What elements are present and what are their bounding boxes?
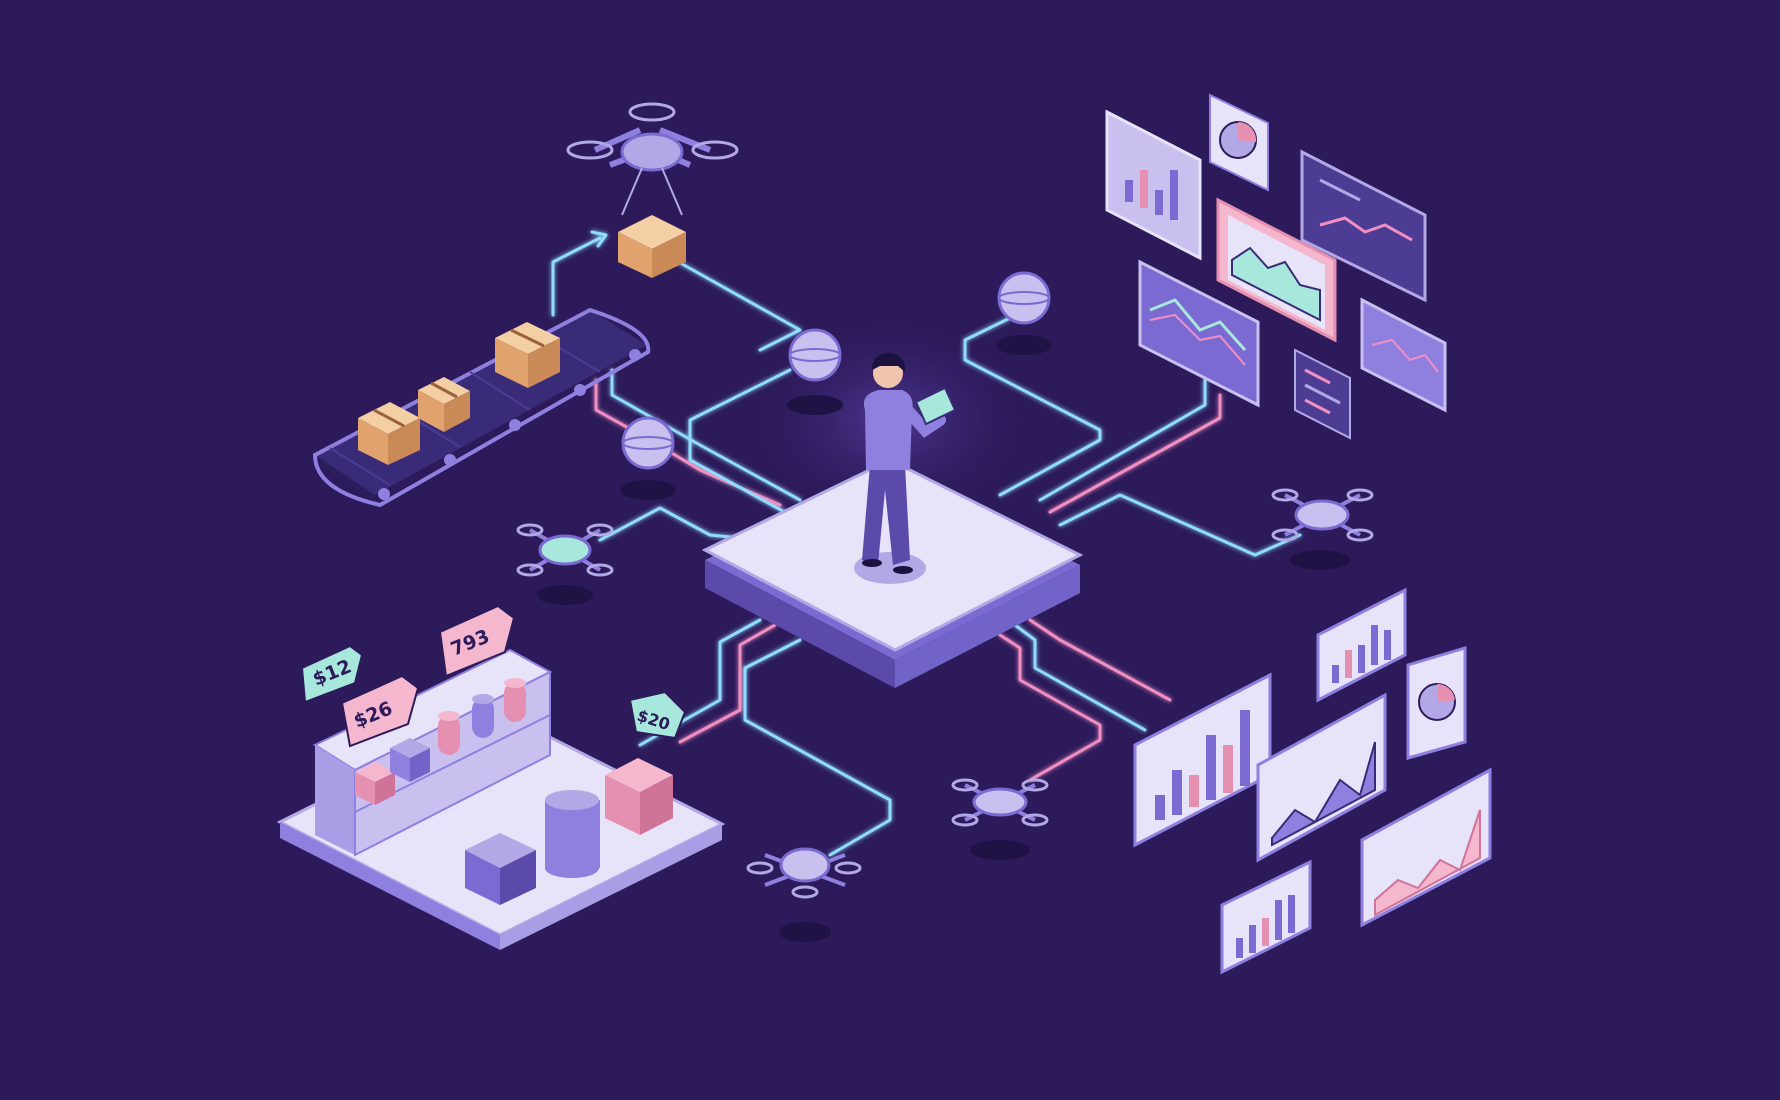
list-panel-icon (1294, 348, 1351, 440)
conveyor-arrow-line (551, 236, 602, 317)
bar-chart-icon (1220, 859, 1312, 975)
line-bottom-pink-left (678, 623, 777, 744)
person-with-tablet-icon (862, 353, 957, 574)
network-node-icon (996, 271, 1052, 355)
retail-shelf-icon (276, 648, 726, 950)
small-drone-icon (746, 847, 862, 942)
line-right-drone (1058, 493, 1302, 557)
line-chart-icon (1300, 149, 1427, 303)
line-bottom-right-pink (998, 633, 1102, 782)
line-chart-icon (1138, 259, 1260, 408)
small-drone-icon (951, 778, 1049, 860)
line-top-node (963, 316, 1102, 497)
network-node-icon (620, 416, 676, 500)
line-chart-icon (1360, 297, 1447, 413)
area-chart-icon (1360, 767, 1492, 928)
dashboard-cluster-bottom (1133, 587, 1492, 975)
dashboard-cluster-top (1105, 93, 1447, 440)
small-drone-icon (516, 523, 614, 605)
area-chart-icon (1216, 197, 1337, 343)
price-tag: $12 (300, 644, 364, 704)
line-left-node (688, 368, 792, 517)
package-box-icon (418, 377, 470, 432)
price-tag: $26 (340, 674, 420, 748)
line-to-drone (673, 258, 802, 352)
line-dashboards-pink (1048, 393, 1222, 514)
pie-chart-icon (1406, 645, 1467, 760)
delivery-drone-icon (566, 102, 739, 278)
package-box-icon (495, 322, 560, 388)
line-bottom-drone (743, 638, 892, 857)
price-tag: 793 (438, 604, 516, 678)
price-tag: $20 (628, 690, 687, 740)
bar-chart-icon (1105, 109, 1202, 261)
bar-chart-icon (1316, 587, 1407, 703)
package-box-icon (358, 402, 420, 465)
conveyor-arrow-head (590, 230, 608, 248)
area-chart-icon (1256, 692, 1387, 863)
line-dashboards-cyan (1038, 378, 1207, 502)
pie-chart-icon (1209, 93, 1269, 192)
line-bottom-right-cyan (1013, 623, 1147, 732)
network-node-icon (787, 328, 843, 415)
small-drone-icon (1271, 488, 1374, 570)
line-bottom-right-pink2 (1028, 618, 1172, 702)
